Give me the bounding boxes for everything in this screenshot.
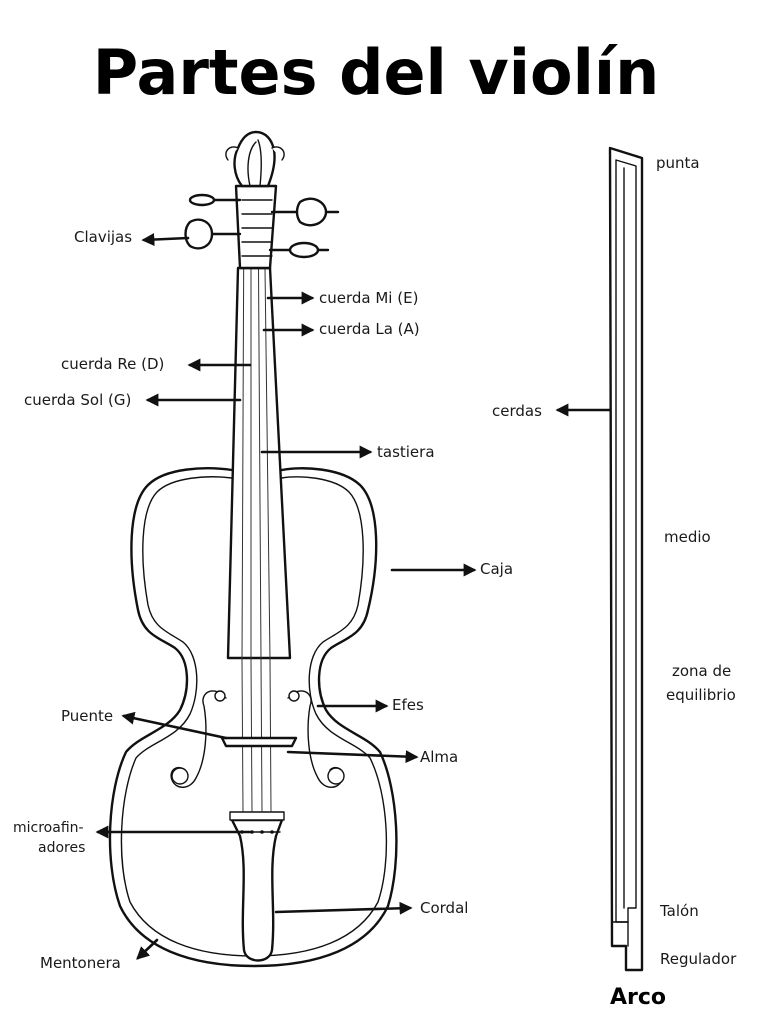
label-cuerda-re: cuerda Re (D) (61, 355, 164, 373)
label-puente: Puente (61, 707, 113, 725)
label-medio: medio (664, 528, 711, 546)
label-cerdas: cerdas (492, 402, 542, 420)
label-zona-1: zona de (672, 662, 731, 680)
strings-lower (241, 659, 272, 813)
label-microafinadores-1: microafin- (13, 820, 84, 836)
scroll (233, 130, 276, 188)
label-zona-2: equilibrio (666, 686, 736, 704)
label-cuerda-sol: cuerda Sol (G) (24, 391, 131, 409)
bow-frog (611, 921, 629, 947)
page-title: Partes del violín (93, 36, 660, 109)
bow-drawing (555, 146, 644, 972)
bow-labels: punta cerdas medio zona de equilibrio Ta… (492, 154, 737, 1010)
label-microafinadores-2: adores (38, 840, 85, 856)
pegs (184, 193, 340, 259)
label-tastiera: tastiera (377, 443, 435, 461)
label-alma: Alma (420, 748, 458, 766)
label-mentonera: Mentonera (40, 954, 121, 972)
bow-stick (608, 146, 644, 972)
label-cuerda-mi: cuerda Mi (E) (319, 289, 418, 307)
label-cordal: Cordal (420, 899, 468, 917)
fine-tuners (229, 811, 285, 834)
label-caja: Caja (480, 560, 513, 578)
bow-caption: Arco (610, 985, 666, 1010)
label-regulador: Regulador (660, 950, 737, 968)
label-clavijas: Clavijas (74, 228, 132, 246)
bridge (220, 736, 298, 748)
violin-drawing (108, 130, 398, 968)
tailpiece (230, 818, 284, 962)
label-efes: Efes (392, 696, 424, 714)
label-cuerda-la: cuerda La (A) (319, 320, 420, 338)
label-talon: Talón (659, 902, 699, 920)
label-punta: punta (656, 154, 700, 172)
violin-labels: Clavijas cuerda Mi (E) cuerda La (A) cue… (13, 228, 513, 972)
violin-arrows (95, 233, 477, 960)
violin-body-outline (108, 467, 398, 968)
